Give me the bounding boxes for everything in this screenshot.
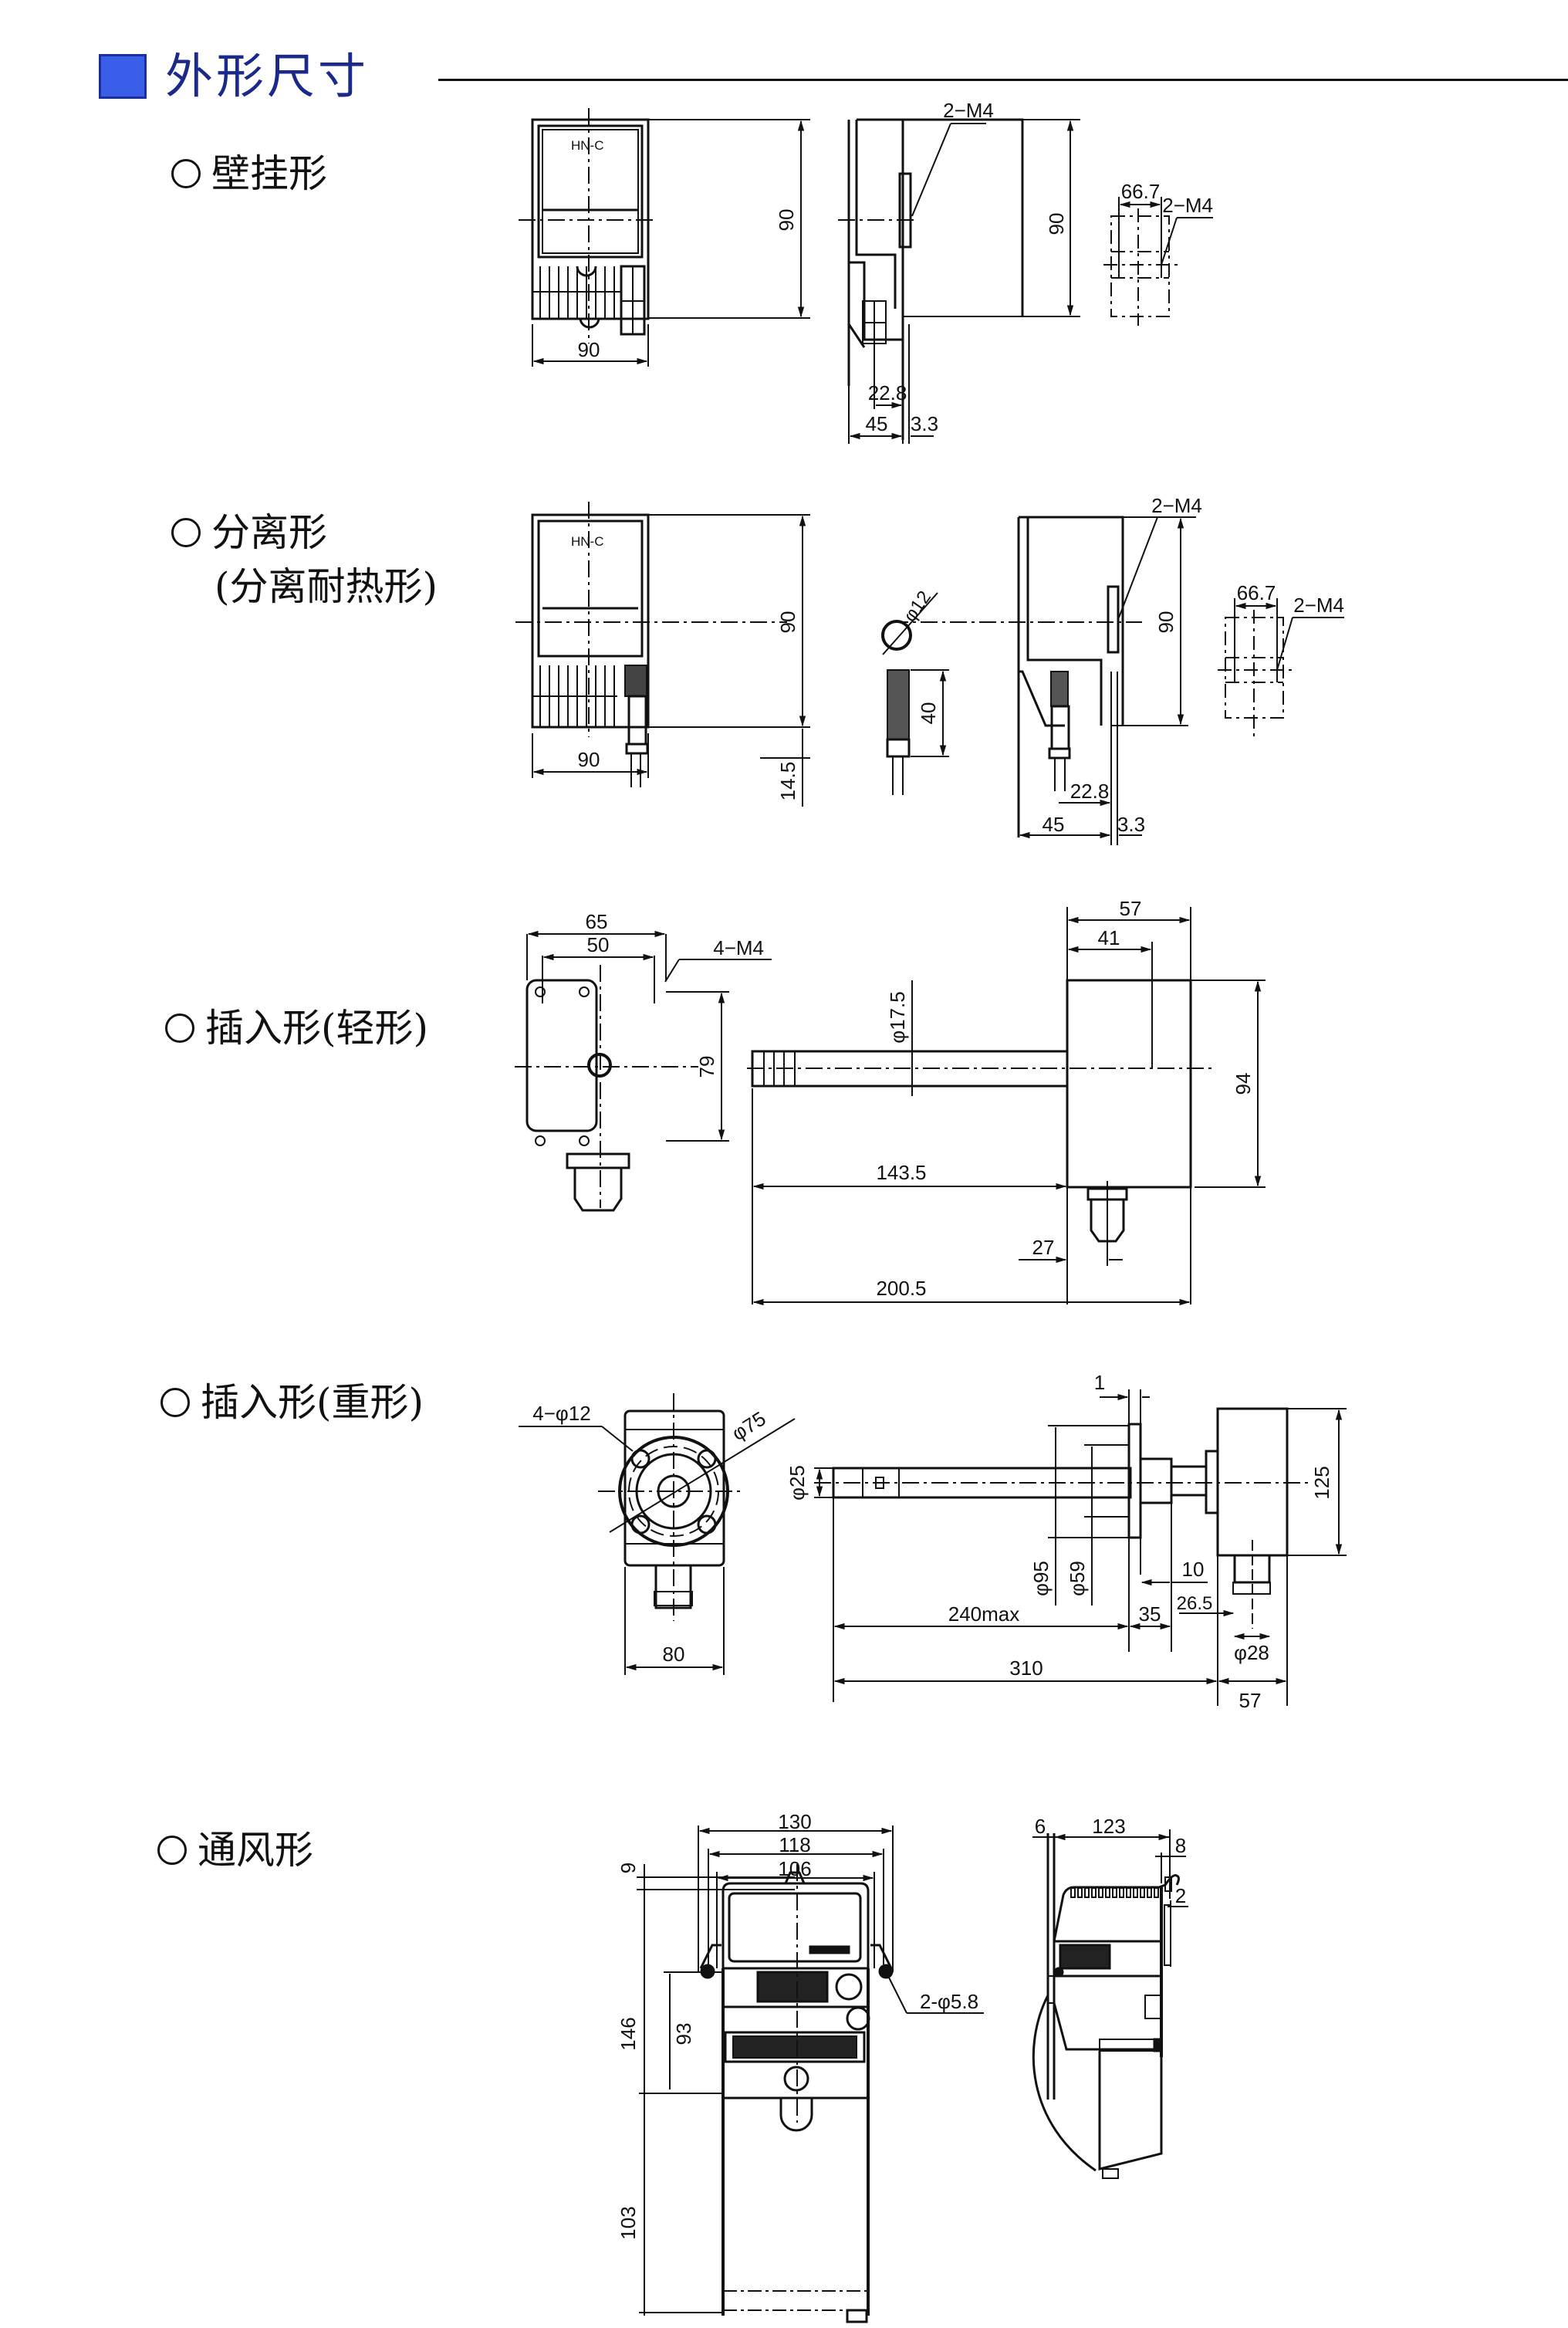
dim-sep-mount-pitch: 66.7 [1237, 581, 1276, 604]
insert-heavy-side-view [814, 1389, 1347, 1706]
label-text: 壁挂形 [211, 151, 327, 196]
dim-wall-side-height: 90 [1045, 213, 1068, 235]
vent-front-view [637, 1826, 984, 2323]
dim-sep-front-height: 90 [776, 611, 799, 634]
dim-sep-side-offset: 22.8 [1070, 780, 1110, 803]
section-label-vent: 通风形 [157, 1823, 313, 1877]
separate-mount-view [1218, 598, 1344, 741]
section-label-insert-light: 插入形(轻形) [165, 1001, 428, 1055]
dim-heavy-box-depth: 57 [1239, 1689, 1262, 1712]
dim-wall-front-width: 90 [578, 338, 600, 361]
dim-sep-side-depth: 45 [1043, 813, 1065, 836]
dim-sep-probe-dia: φ12 [900, 587, 935, 626]
section-label-insert-heavy: 插入形(重形) [161, 1375, 424, 1430]
label-text: 插入形(轻形) [205, 1006, 429, 1051]
dim-sep-side-height: 90 [1154, 611, 1178, 634]
section-header: 外形尺寸 [99, 52, 369, 100]
dim-light-outer-width: 65 [586, 910, 608, 933]
dim-vent-front-t: 8 [1175, 1834, 1186, 1857]
dim-heavy-gland-dia: φ28 [1234, 1641, 1269, 1664]
dim-light-flange-offset: 41 [1098, 926, 1120, 949]
dim-light-overall: 200.5 [876, 1277, 926, 1300]
dim-sep-probe-extra: 14.5 [776, 762, 799, 801]
circle-bullet-icon [171, 159, 201, 188]
wall-front-view [519, 108, 810, 367]
dim-vent-top: 9 [617, 1863, 640, 1873]
dim-heavy-flange-dia: φ95 [1029, 1561, 1053, 1596]
dim-vent-w3: 106 [778, 1857, 811, 1880]
separate-side-view [891, 516, 1196, 845]
dim-vent-w1: 130 [778, 1810, 811, 1833]
dim-light-probe-dia: φ17.5 [886, 991, 909, 1043]
dim-light-screws: 4−M4 [713, 936, 764, 959]
separate-probe-view [881, 592, 949, 795]
dim-sep-side-screw: 2−M4 [1151, 494, 1202, 517]
insert-light-front-view [515, 930, 772, 1212]
dim-sep-mount-screw: 2−M4 [1293, 594, 1344, 617]
dim-heavy-front-width: 80 [663, 1643, 685, 1666]
dim-light-box-depth: 57 [1120, 897, 1142, 920]
dim-vent-back: 6 [1035, 1815, 1046, 1838]
dim-heavy-neck: 35 [1139, 1602, 1161, 1626]
dim-wall-front-height: 90 [775, 209, 798, 232]
dim-wall-mount-screw: 2−M4 [1162, 194, 1213, 217]
label-text: 分离形 [211, 510, 327, 555]
label-text: 通风形 [198, 1828, 313, 1873]
dim-heavy-gap: 10 [1182, 1558, 1205, 1581]
dim-vent-w2: 118 [779, 1833, 810, 1856]
insert-heavy-front-view [519, 1393, 796, 1675]
dim-vent-upper-h: 146 [617, 2017, 640, 2050]
model-text: HN-C [571, 138, 604, 153]
circle-bullet-icon [165, 1013, 194, 1043]
dim-wall-side-screw: 2−M4 [943, 99, 994, 122]
dim-sep-side-bracket: 3.3 [1117, 813, 1145, 836]
dim-vent-lip: 2 [1175, 1884, 1186, 1907]
dim-wall-side-offset: 22.8 [868, 381, 907, 404]
vent-side-view [1032, 1829, 1188, 2179]
page-title: 外形尺寸 [165, 48, 370, 104]
dim-heavy-gland-offset: 26.5 [1177, 1593, 1213, 1614]
dim-heavy-pcd: φ75 [728, 1407, 770, 1446]
dim-light-hole-pitch: 50 [587, 933, 610, 956]
dim-light-gland-offset: 27 [1032, 1236, 1055, 1259]
dim-wall-mount-pitch: 66.7 [1121, 180, 1161, 203]
dim-heavy-holes: 4−φ12 [532, 1402, 590, 1425]
circle-bullet-icon [161, 1388, 190, 1417]
dim-light-hole-height: 79 [695, 1056, 718, 1078]
insert-light-side-view [747, 907, 1266, 1306]
dim-light-probe-len: 143.5 [876, 1161, 926, 1184]
circle-bullet-icon [171, 518, 201, 547]
dim-heavy-probe-dia: φ25 [786, 1465, 809, 1501]
dimension-labels: HN-C 90 90 90 2−M4 22.8 45 3.3 66.7 2−M4… [532, 99, 1344, 2240]
dim-heavy-flange-thk: 1 [1094, 1371, 1105, 1394]
dim-vent-holes: 2-φ5.8 [920, 1990, 978, 2013]
label-text: 插入形(重形) [201, 1380, 424, 1425]
circle-bullet-icon [157, 1836, 187, 1865]
dim-heavy-insert-len: 240max [948, 1602, 1020, 1626]
sublabel-text: (分离耐热形) [215, 564, 438, 609]
dim-light-box-height: 94 [1232, 1073, 1255, 1095]
dim-heavy-overall: 310 [1009, 1656, 1043, 1680]
dim-heavy-boss-dia: φ59 [1066, 1561, 1089, 1596]
separate-front-view [515, 502, 810, 807]
blue-square-icon [99, 54, 147, 99]
dim-sep-probe-length: 40 [917, 702, 940, 725]
wall-mount-view [1103, 197, 1213, 326]
dim-vent-lower-h: 103 [617, 2206, 640, 2239]
header-divider [438, 79, 1568, 81]
model-text: HN-C [571, 534, 604, 549]
dim-vent-depth: 123 [1092, 1815, 1125, 1838]
dim-sep-front-width: 90 [578, 748, 600, 771]
wall-side-view [838, 118, 1080, 444]
section-label-wall: 壁挂形 [171, 147, 327, 201]
section-label-separate: 分离形 (分离耐热形) [171, 506, 438, 614]
dim-vent-mid-h: 93 [672, 2023, 695, 2045]
dim-wall-side-bracket: 3.3 [911, 412, 938, 435]
dim-wall-side-depth: 45 [866, 412, 888, 435]
dim-heavy-box-height: 125 [1310, 1466, 1333, 1499]
